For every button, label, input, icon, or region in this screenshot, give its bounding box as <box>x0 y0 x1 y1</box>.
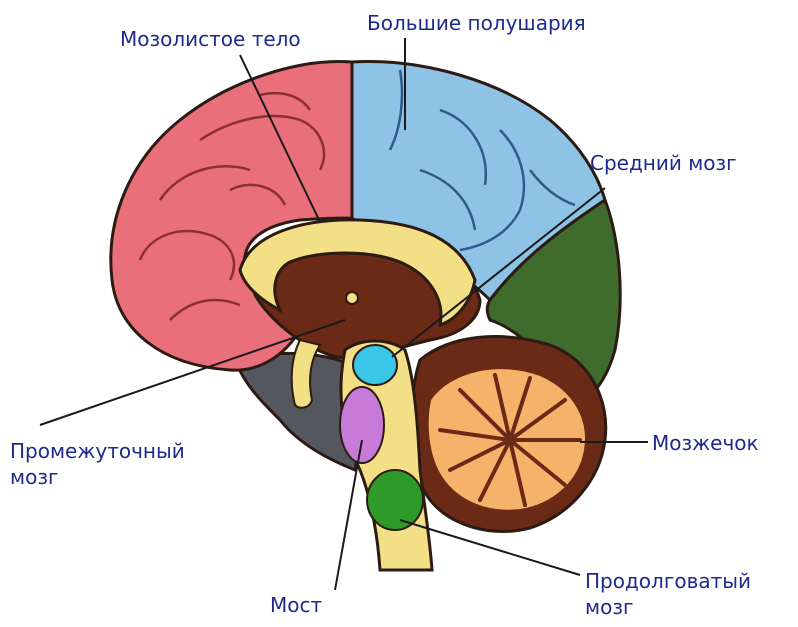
leader-midbrain <box>391 187 606 358</box>
frontal-lobe <box>109 60 354 372</box>
label-pons: Мост <box>270 593 323 617</box>
label-corpus-callosum: Мозолистое тело <box>120 27 301 51</box>
label-diencephalon: Промежуточный мозг <box>10 439 185 489</box>
label-cerebellum: Мозжечок <box>652 431 759 455</box>
frontal-gyri <box>138 91 326 321</box>
leader-lines <box>39 38 648 591</box>
pons-shape <box>339 386 385 464</box>
cerebellum-folia <box>438 373 582 507</box>
parietal-sulci <box>388 69 576 252</box>
label-midbrain: Средний мозг <box>590 151 737 175</box>
leader-pons <box>334 439 363 591</box>
leader-diencephalon <box>39 319 346 426</box>
midbrain-shape <box>352 344 398 386</box>
medulla-shape <box>366 469 424 531</box>
leader-corpus-callosum <box>239 54 321 223</box>
label-hemispheres: Большие полушария <box>367 11 586 35</box>
corpus-callosum-shape <box>238 218 477 328</box>
fornix-shape <box>290 338 322 409</box>
pineal-dot <box>345 291 359 305</box>
leader-medulla <box>399 519 581 576</box>
label-medulla: Продолговатый мозг <box>585 569 752 619</box>
